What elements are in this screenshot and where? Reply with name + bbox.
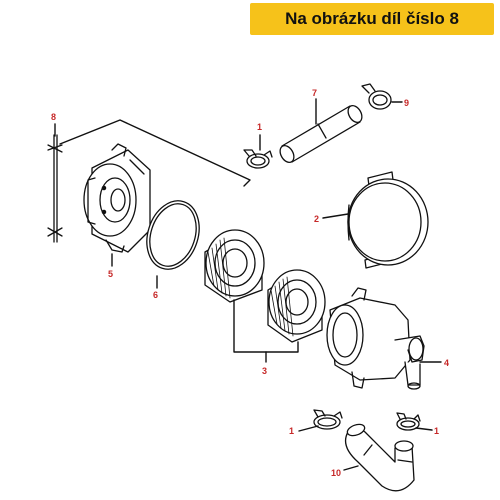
callout-1-top: 1 — [257, 122, 262, 132]
banner-text: Na obrázku díl číslo 8 — [285, 9, 459, 28]
callout-1-left: 1 — [289, 426, 294, 436]
part-4-housing[interactable] — [326, 287, 425, 390]
callout-7: 7 — [312, 88, 317, 98]
part-10-elbow-hose[interactable] — [344, 422, 415, 492]
callout-4: 4 — [444, 358, 449, 368]
part-1-clamp-right[interactable] — [396, 412, 421, 431]
leader-lines — [54, 98, 442, 471]
callout-3: 3 — [262, 366, 267, 376]
part-2-band[interactable] — [347, 171, 429, 269]
part-7-hose[interactable] — [277, 103, 364, 165]
part-5-housing[interactable] — [83, 143, 151, 253]
callout-5: 5 — [108, 269, 113, 279]
part-8-rod[interactable] — [47, 134, 63, 243]
part-number-banner: Na obrázku díl číslo 8 — [250, 3, 494, 35]
callout-9: 9 — [404, 98, 409, 108]
callout-10: 10 — [331, 468, 341, 478]
part-3-filter-left[interactable] — [204, 229, 265, 303]
part-3-filter-right[interactable] — [267, 269, 326, 343]
part-6-oring[interactable] — [138, 194, 207, 276]
callout-6: 6 — [153, 290, 158, 300]
part-1-clamp-top[interactable] — [243, 149, 273, 169]
callout-2: 2 — [314, 214, 319, 224]
part-1-clamp-left[interactable] — [313, 409, 343, 430]
callouts: 8 1 7 9 2 5 6 3 4 1 1 10 — [51, 88, 449, 478]
callout-8: 8 — [51, 112, 56, 122]
callout-1-right: 1 — [434, 426, 439, 436]
part-9-clamp[interactable] — [361, 83, 392, 110]
